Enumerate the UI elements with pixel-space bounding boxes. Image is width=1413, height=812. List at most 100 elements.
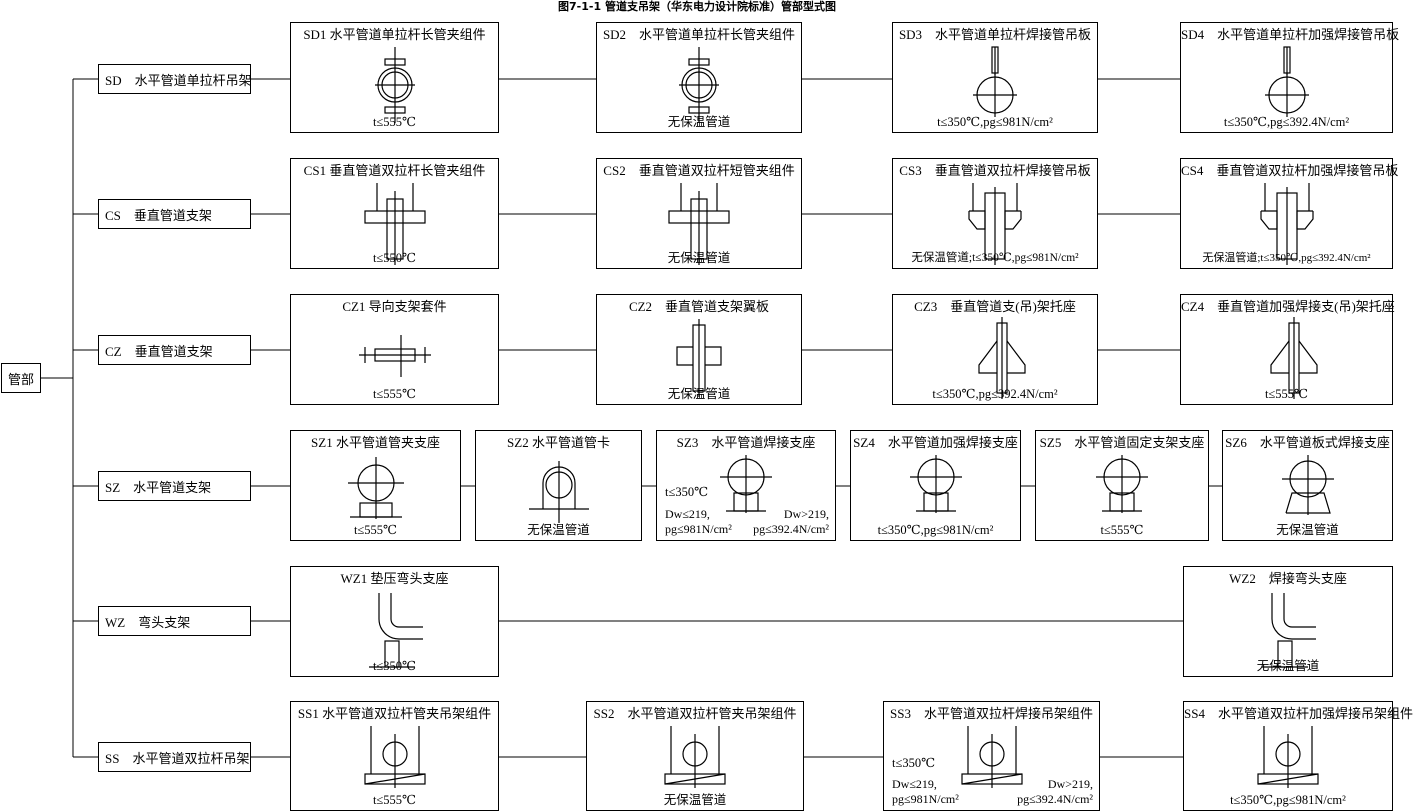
component-sketch <box>1096 455 1148 513</box>
component-code: SZ4 水平管道加强焊接支座 <box>853 435 1018 450</box>
component-sketch <box>1269 317 1318 399</box>
component-condition: 无保温管道 <box>1276 523 1339 537</box>
component-code: CS1 垂直管道双拉杆长管夹组件 <box>303 163 486 178</box>
component-sketch <box>668 183 730 265</box>
component-code: SS1 水平管道双拉杆管夹吊架组件 <box>297 706 492 721</box>
component-sz3: SZ3 水平管道焊接支座 t≤350℃ Dw≤219, pg≤981N/cm² … <box>656 430 836 541</box>
component-code: CZ1 导向支架套件 <box>342 299 447 314</box>
category-cs: CS 垂直管道支架 <box>98 199 251 229</box>
component-code: SZ1 水平管道管夹支座 <box>311 435 440 450</box>
component-condition-small-pipe: Dw≤219, pg≤981N/cm² <box>665 507 732 536</box>
component-sketch <box>1259 183 1314 265</box>
page-title: 图7-1-1 管道支吊架（华东电力设计院标准）管部型式图 <box>558 0 836 13</box>
category-ss: SS 水平管道双拉杆吊架 <box>98 742 251 772</box>
component-code: CZ2 垂直管道支架翼板 <box>628 299 770 314</box>
component-code: SZ6 水平管道板式焊接支座 <box>1225 435 1390 450</box>
component-sketch <box>363 726 426 788</box>
root-label: 管部 <box>7 371 34 387</box>
component-wz1: WZ1 垫压弯头支座 t≤350℃ <box>290 566 499 677</box>
component-condition: t≤555℃ <box>372 793 417 807</box>
component-code: CS2 垂直管道双拉杆短管夹组件 <box>603 163 795 178</box>
component-sketch <box>1281 455 1334 515</box>
component-sketch <box>1257 726 1319 788</box>
component-code: WZ2 焊接弯头支座 <box>1229 571 1347 586</box>
component-condition: t≤555℃ <box>1100 523 1144 537</box>
component-sketch <box>528 461 589 523</box>
component-cz3: CZ3 垂直管道支(吊)架托座 t≤350℃,pg≤392.4N/cm² <box>892 294 1098 405</box>
component-sketch <box>720 455 772 513</box>
category-label: CS 垂直管道支架 <box>105 207 212 223</box>
category-label: SD 水平管道单拉杆吊架 <box>105 72 252 88</box>
component-code: SD1 水平管道单拉杆长管夹组件 <box>303 27 486 42</box>
component-code: WZ1 垫压弯头支座 <box>340 571 449 586</box>
category-wz: WZ 弯头支架 <box>98 606 251 636</box>
component-sz6: SZ6 水平管道板式焊接支座 无保温管道 <box>1222 430 1393 541</box>
component-code: SS3 水平管道双拉杆焊接吊架组件 <box>890 706 1093 721</box>
component-sketch <box>374 47 415 123</box>
component-sketch <box>368 593 423 668</box>
category-label: CZ 垂直管道支架 <box>105 343 213 359</box>
component-cs3: CS3 垂直管道双拉杆焊接管吊板 无保温管道;t≤350℃,pg≤981N/cm… <box>892 158 1098 269</box>
component-ss4: SS4 水平管道双拉杆加强焊接吊架组件 t≤350℃,pg≤981N/cm² <box>1183 701 1413 811</box>
component-code: SD4 水平管道单拉杆加强焊接管吊板 <box>1181 27 1400 42</box>
component-code: SS2 水平管道双拉杆管夹吊架组件 <box>593 706 797 721</box>
component-code: CS4 垂直管道双拉杆加强焊接管吊板 <box>1181 163 1399 178</box>
component-condition: t≤350℃,pg≤392.4N/cm² <box>932 387 1058 401</box>
component-sketch <box>1262 593 1316 668</box>
component-condition: t≤350℃,pg≤981N/cm² <box>877 523 994 537</box>
category-sz: SZ 水平管道支架 <box>98 471 251 501</box>
component-cz4: CZ4 垂直管道加强焊接支(吊)架托座 t≤555℃ <box>1180 294 1395 405</box>
component-sd3: SD3 水平管道单拉杆焊接管吊板 t≤350℃,pg≤981N/cm² <box>892 22 1098 133</box>
component-sketch <box>1264 46 1309 117</box>
component-code: SS4 水平管道双拉杆加强焊接吊架组件 <box>1184 706 1413 721</box>
category-label: WZ 弯头支架 <box>105 614 191 630</box>
component-condition: t≤350℃ <box>372 659 417 673</box>
component-condition: t≤555℃ <box>372 387 417 401</box>
component-sz4: SZ4 水平管道加强焊接支座 t≤350℃,pg≤981N/cm² <box>850 430 1021 541</box>
root-node: 管部 <box>1 363 41 393</box>
component-code: SD2 水平管道单拉杆长管夹组件 <box>602 27 796 42</box>
category-label: SS 水平管道双拉杆吊架 <box>105 750 250 766</box>
component-cs4: CS4 垂直管道双拉杆加强焊接管吊板 无保温管道;t≤350℃,pg≤392.4… <box>1180 158 1399 269</box>
component-condition: t≤555℃ <box>353 523 398 537</box>
component-condition: 无保温管道 <box>527 523 590 537</box>
component-condition-large-pipe: Dw>219, pg≤392.4N/cm² <box>753 507 829 536</box>
component-sketch <box>909 455 962 513</box>
component-temperature: t≤350℃ <box>665 485 709 499</box>
component-condition-small-pipe: Dw≤219, pg≤981N/cm² <box>892 777 959 806</box>
component-sd4: SD4 水平管道单拉杆加强焊接管吊板 t≤350℃,pg≤392.4N/cm² <box>1180 22 1400 133</box>
component-sketch <box>960 726 1023 788</box>
component-sketch <box>978 317 1026 399</box>
component-sd1: SD1 水平管道单拉杆长管夹组件 t≤555℃ <box>290 22 499 133</box>
component-sketch <box>968 183 1022 265</box>
component-code: SZ5 水平管道固定支架支座 <box>1039 435 1205 450</box>
component-cs2: CS2 垂直管道双拉杆短管夹组件 无保温管道 <box>596 158 802 269</box>
component-code: CS3 垂直管道双拉杆焊接管吊板 <box>899 163 1091 178</box>
component-code: SZ2 水平管道管卡 <box>507 435 610 450</box>
component-wz2: WZ2 焊接弯头支座 无保温管道 <box>1183 566 1393 677</box>
component-code: SZ3 水平管道焊接支座 <box>676 435 816 450</box>
category-label: SZ 水平管道支架 <box>105 479 212 495</box>
component-condition-large-pipe: Dw>219, pg≤392.4N/cm² <box>1017 777 1093 806</box>
component-sketch <box>347 457 404 519</box>
component-cs1: CS1 垂直管道双拉杆长管夹组件 t≤550℃ <box>290 158 499 269</box>
component-code: SD3 水平管道单拉杆焊接管吊板 <box>898 27 1092 42</box>
component-sz1: SZ1 水平管道管夹支座 t≤555℃ <box>290 430 461 541</box>
category-cz: CZ 垂直管道支架 <box>98 335 251 365</box>
component-sketch <box>679 47 719 123</box>
component-code: CZ4 垂直管道加强焊接支(吊)架托座 <box>1181 299 1395 314</box>
component-sz2: SZ2 水平管道管卡 无保温管道 <box>475 430 642 541</box>
component-code: CZ3 垂直管道支(吊)架托座 <box>914 299 1076 314</box>
component-cz1: CZ1 导向支架套件 t≤555℃ <box>290 294 499 405</box>
component-cz2: CZ2 垂直管道支架翼板 无保温管道 <box>596 294 802 405</box>
component-condition: t≤555℃ <box>1264 387 1309 401</box>
component-sketch <box>973 46 1017 117</box>
component-sz5: SZ5 水平管道固定支架支座 t≤555℃ <box>1035 430 1209 541</box>
component-condition: 无保温管道 <box>1256 659 1320 673</box>
component-condition: t≤350℃,pg≤981N/cm² <box>1230 793 1346 807</box>
component-condition: t≤350℃,pg≤981N/cm² <box>937 115 1053 129</box>
component-sketch <box>664 726 726 788</box>
component-condition: t≤350℃,pg≤392.4N/cm² <box>1223 115 1350 129</box>
component-ss3: SS3 水平管道双拉杆焊接吊架组件 t≤350℃ Dw≤219, pg≤981N… <box>883 701 1100 811</box>
